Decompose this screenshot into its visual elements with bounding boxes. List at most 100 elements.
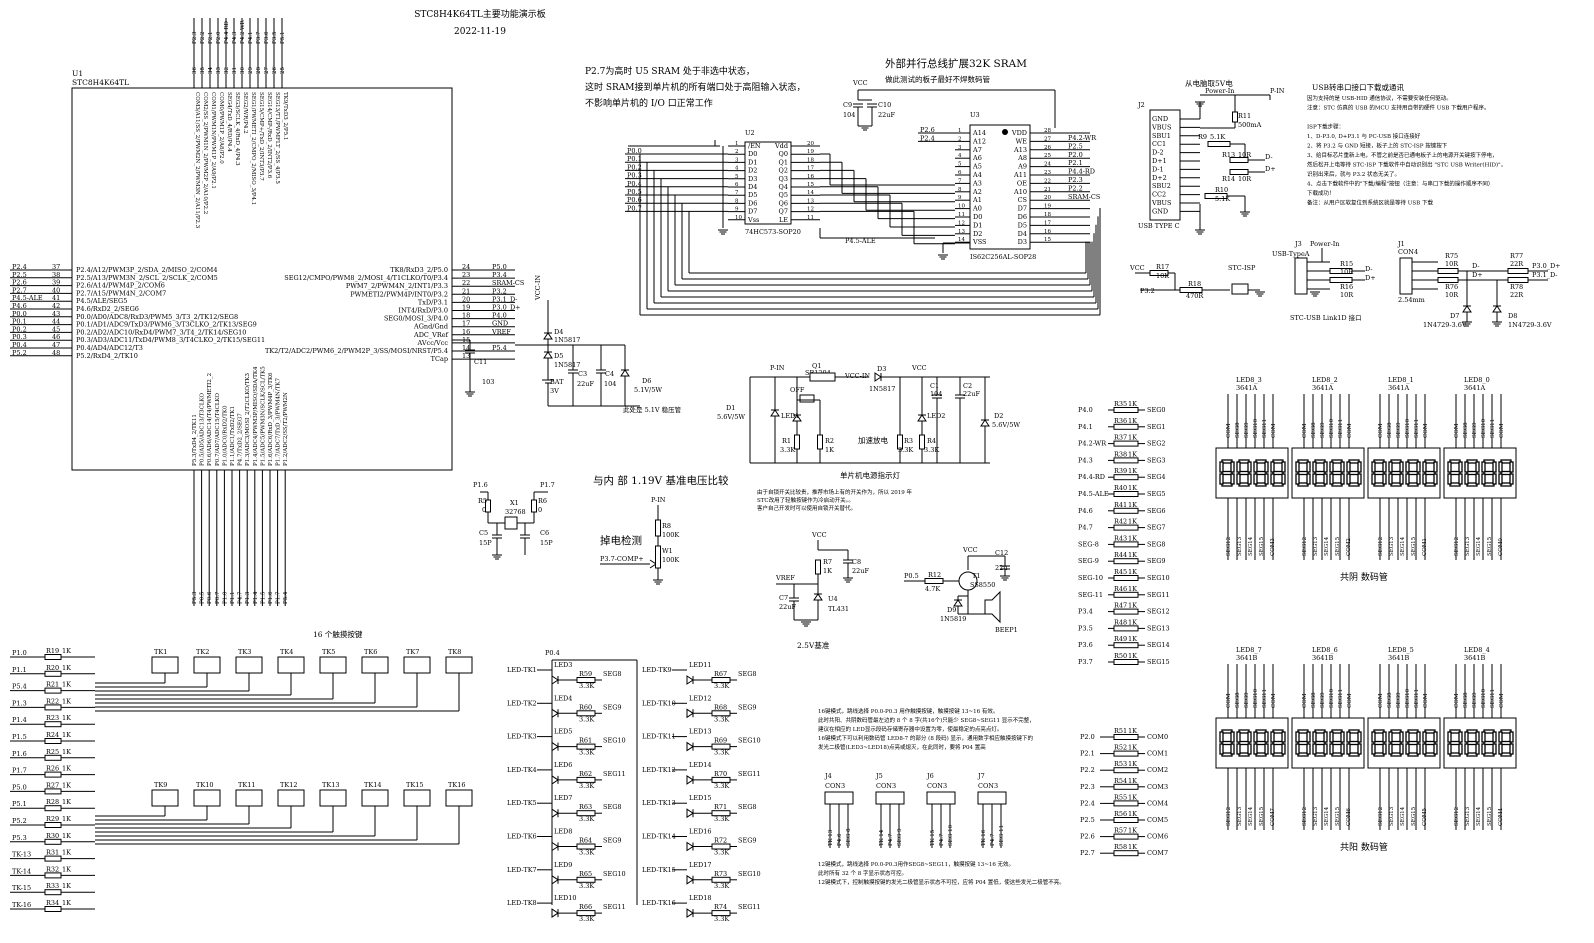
resistor-ref: R38 [1114,450,1127,458]
display-pin: SEG10 [1481,688,1487,708]
usb-pin: SBU2 [1152,182,1171,190]
resistor-value: 3.3K [714,715,729,723]
display-pin: SEG9 [1320,692,1326,708]
display-pin: SEG15 [1259,806,1265,826]
net-label: P0.6 [207,591,213,604]
digit-segment [1253,473,1258,485]
net-label: P2.3 [1080,783,1095,791]
resistor-value: 1K [1128,635,1137,643]
digit-segment [1509,743,1514,755]
pin-function: COM1/PWM1N/PWM1P_2/A9/P2.1 [210,92,216,189]
diode-body [551,675,559,685]
touch-key-label: TK3 [238,648,251,656]
digit-segment [1399,731,1404,743]
digit-segment [1498,461,1503,473]
pin-number: 1 [735,141,739,147]
pin-number: 14 [958,237,965,243]
resistor-ref: R44 [1114,551,1127,559]
net-label: P1.5 [12,733,27,741]
pin-number: 27 [264,67,270,74]
digit-segment [1481,473,1486,485]
c6-value: 15P [540,539,553,547]
r12-ref: R12 [928,571,941,579]
seg-net: SEG11 [1147,591,1170,599]
seg-net: SEG9 [738,703,757,711]
resistor [1113,407,1139,413]
digit-segment [1340,461,1345,473]
connector-pin: P4.7 [939,833,945,846]
digit-segment [1447,731,1452,743]
resistor-ref: R41 [1114,501,1127,509]
digit-segment [1481,743,1486,755]
usb-title: USB转串口接口下载或通讯 [1312,82,1404,92]
pin-name: D6 [1018,213,1027,221]
c9-ref: C9 [843,101,852,109]
resistor-ref: R42 [1114,518,1127,526]
resistor-value: 1K [1128,744,1137,752]
display-pin: SEG12 [1302,807,1308,826]
pin-function: SEG14/CMP-/RxD_2/INT2/P3.6 [266,92,272,179]
net-label: P1.1 [12,666,27,674]
pin-number: 21 [462,287,470,295]
r77-ref: R77 [1510,252,1523,260]
resistor [1113,750,1139,757]
net-label: P4.7 [238,591,244,604]
led-ref: LED17 [689,861,712,869]
digit-segment [1399,461,1404,473]
net-label: P0.3 [627,172,642,180]
net-label: LED-TK16 [642,899,676,907]
pin-name: D1 [748,158,757,166]
net-label: LED-TK1 [507,666,537,674]
resistor-value: 3.3K [579,782,594,790]
digit-segment [1464,731,1469,743]
digit-segment [1500,470,1512,476]
pin-name: D5 [1018,221,1027,229]
c10-value: 22uF [878,111,895,119]
resistor [815,559,821,575]
net-label: P3.6 [1078,641,1093,649]
pin-number: 42 [52,302,60,310]
touch-key-label: TK14 [364,781,381,789]
digit-segment [1295,743,1300,755]
net-label: P4.4-RD [1078,473,1105,481]
r14-value: 10R [1238,175,1252,183]
c4-value: 104 [604,380,616,388]
r6-ref: R6 [538,497,547,505]
display-pin: SEG11 [1338,689,1344,708]
resistor [1329,277,1353,283]
digit-segment [1272,740,1284,746]
resistor-ref: R57 [1114,827,1127,835]
pin-number: 1 [958,128,962,134]
u3-part: IS62C256AL-SOP28 [970,253,1036,261]
resistor-ref: R31 [46,849,59,857]
connector-pin: P4.7 [990,833,996,846]
digit-segment [1295,731,1300,743]
pin-function: SEG1/PWMETI_2/CMPO_2/MISO_3/P4.1 [250,92,256,205]
display-pin: SEG15 [1487,806,1493,826]
display-pin: SEG11 [1338,419,1344,438]
net-label: P1.0 [12,649,27,657]
digit-segment [1475,473,1480,485]
net-label: P3.0_D+ [492,304,521,312]
resistor-value: 1K [62,865,71,873]
pin-number: 13 [958,229,965,235]
digit-segment [1297,740,1309,746]
digit-segment [1297,470,1309,476]
led-ref: LED6 [554,761,572,769]
resistor-ref: R26 [46,765,59,773]
sram-title: 外部并行总线扩展32K SRAM [885,57,1027,70]
net-label: P0.5 [627,188,642,196]
resistor-ref: R71 [714,803,727,811]
resistor [1113,850,1139,857]
led1-label: LED1 [781,412,799,420]
digit-segment [1405,473,1410,485]
pin-function: TxD/P3.1 [418,298,448,306]
seg-net: SEG10 [738,737,761,745]
display-pin: SEG9 [1472,692,1478,708]
net-label: P2.6 [1080,833,1095,841]
j3-body [1294,257,1308,295]
